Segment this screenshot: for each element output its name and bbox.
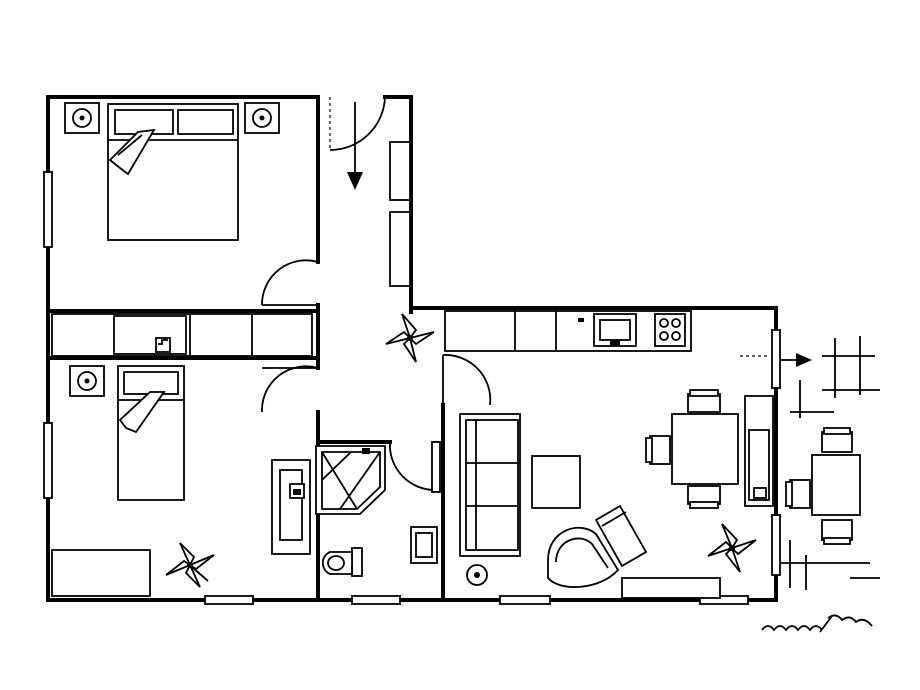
dining-area	[645, 389, 774, 509]
sofa-icon	[459, 413, 521, 557]
kitchen	[444, 310, 692, 352]
sideboard	[621, 577, 721, 599]
plant-icon	[385, 313, 435, 363]
stove-icon	[654, 313, 686, 347]
armchair-icon	[547, 504, 648, 588]
bed-icon	[117, 365, 185, 501]
plant-icon	[707, 523, 757, 573]
lamp-icon	[69, 365, 105, 397]
entry-arrow-icon	[347, 102, 363, 190]
wardrobe	[51, 313, 313, 357]
toilet-icon	[321, 547, 363, 577]
chair-icon	[821, 427, 853, 453]
vanity	[271, 459, 311, 555]
chair-icon	[785, 479, 811, 509]
coat-rack	[389, 141, 411, 201]
living-area	[459, 413, 757, 599]
lamp-icon	[64, 102, 100, 134]
chair-icon	[687, 485, 721, 509]
hedge-icon	[761, 614, 873, 633]
chair-icon	[687, 389, 721, 413]
coffee-table	[531, 455, 581, 509]
lamp-icon	[244, 102, 280, 134]
bedroom-master	[51, 102, 313, 357]
table-icon	[811, 454, 861, 516]
bathroom	[271, 445, 438, 577]
tap	[578, 318, 584, 322]
shoe-cabinet	[389, 211, 411, 287]
sink-icon	[593, 313, 637, 347]
windows	[43, 171, 781, 605]
plant-icon	[165, 542, 215, 588]
bedroom-second	[51, 365, 215, 597]
terrace	[740, 336, 880, 633]
shower-icon	[315, 445, 386, 515]
dresser	[51, 549, 151, 597]
bidet-inner	[415, 532, 433, 558]
chair-icon	[645, 435, 671, 465]
hallway	[347, 102, 435, 363]
table-icon	[671, 413, 739, 485]
lamp-icon	[466, 564, 488, 586]
chair-icon	[821, 519, 853, 545]
cabinet	[744, 395, 774, 507]
bed-icon	[107, 103, 239, 241]
doors	[261, 96, 492, 493]
